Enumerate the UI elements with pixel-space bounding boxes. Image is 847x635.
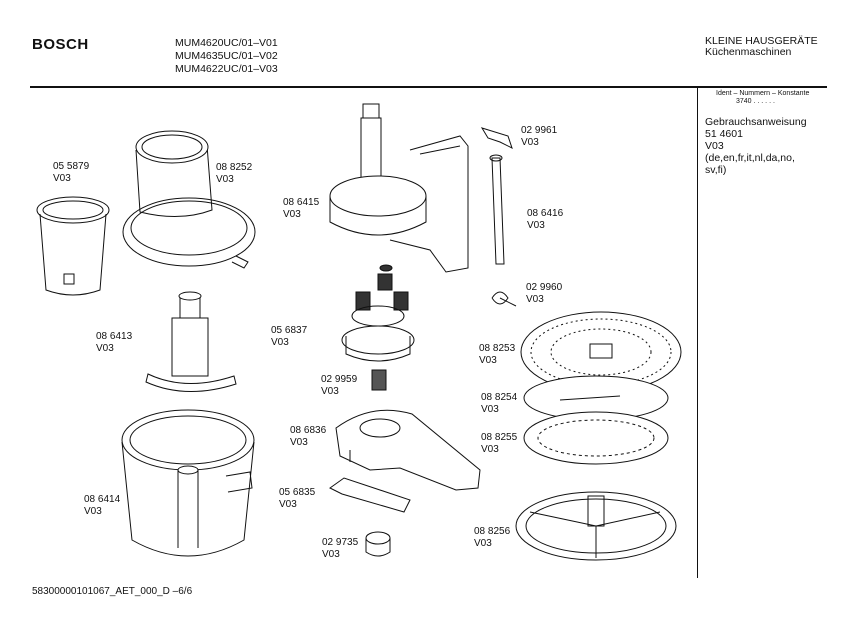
ident-block: Ident – Nummern – Konstante 3740 . . . .…	[716, 90, 809, 106]
manual-info: Gebrauchsanweisung 51 4601 V03 (de,en,fr…	[705, 116, 807, 176]
part-version: V03	[479, 355, 497, 366]
part-number: 08 6836	[290, 425, 327, 436]
mixing-bowl-drawing	[122, 410, 254, 556]
part-number: 08 6416	[527, 208, 564, 219]
part-label: 08 8253 V03	[479, 343, 515, 367]
part-label: 05 6835 V03	[279, 487, 315, 511]
category: KLEINE HAUSGERÄTE Küchenmaschinen	[705, 36, 818, 58]
part-version: V03	[481, 444, 499, 455]
drive-housing-drawing	[330, 104, 468, 272]
part-number: 02 9960	[526, 282, 563, 293]
part-version: V03	[481, 404, 499, 415]
brand-logo: BOSCH	[32, 36, 89, 53]
ident-value: 3740 . . . . . .	[736, 98, 775, 105]
part-number: 08 8253	[479, 343, 516, 354]
rod-drawing	[490, 155, 504, 264]
part-number: 08 8255	[481, 432, 518, 443]
manual-number: 51 4601	[705, 128, 743, 140]
model-number: MUM4620UC/01–V01	[175, 37, 278, 49]
manual-languages-cont: sv,fi)	[705, 164, 727, 176]
lid-drawing	[123, 131, 255, 268]
part-label: 02 9960 V03	[526, 282, 562, 306]
part-version: V03	[526, 294, 544, 305]
manual-version: V03	[705, 140, 724, 152]
category-subtitle: Küchenmaschinen	[705, 46, 792, 58]
disc-holder-drawing	[516, 492, 676, 560]
part-label: 08 6415 V03	[283, 197, 319, 221]
part-version: V03	[322, 549, 340, 560]
knife-blade-drawing	[146, 292, 236, 392]
part-number: 02 9735	[322, 537, 359, 548]
part-number: 05 6835	[279, 487, 316, 498]
spring-drawing	[492, 292, 516, 306]
sidebar-divider	[697, 88, 698, 578]
part-label: 02 9959 V03	[321, 374, 357, 398]
part-label: 08 6836 V03	[290, 425, 326, 449]
coupling-drawing	[372, 370, 386, 390]
part-version: V03	[96, 343, 114, 354]
part-version: V03	[53, 173, 71, 184]
part-label: 02 9735 V03	[322, 537, 358, 561]
part-number: 08 6413	[96, 331, 133, 342]
manual-title: Gebrauchsanweisung	[705, 116, 807, 128]
model-number: MUM4622UC/01–V03	[175, 63, 278, 75]
part-label: 08 8255 V03	[481, 432, 517, 456]
part-version: V03	[216, 174, 234, 185]
part-number: 08 8252	[216, 162, 253, 173]
part-label: 08 8252 V03	[216, 162, 252, 186]
model-number: MUM4635UC/01–V02	[175, 50, 278, 62]
cap-drawing	[366, 532, 390, 556]
part-number: 08 8254	[481, 392, 518, 403]
part-version: V03	[290, 437, 308, 448]
part-version: V03	[279, 499, 297, 510]
part-label: 05 5879 V03	[53, 161, 89, 185]
part-version: V03	[283, 209, 301, 220]
part-version: V03	[321, 386, 339, 397]
part-label: 08 6414 V03	[84, 494, 120, 518]
part-number: 08 6414	[84, 494, 121, 505]
part-label: 08 8256 V03	[474, 526, 510, 550]
part-label: 05 6837 V03	[271, 325, 307, 349]
part-number: 08 8256	[474, 526, 511, 537]
part-number: 02 9959	[321, 374, 358, 385]
part-label: 08 8254 V03	[481, 392, 517, 416]
ident-label: Ident – Nummern – Konstante	[716, 90, 810, 97]
category-title: KLEINE HAUSGERÄTE	[705, 35, 818, 47]
part-number: 05 5879	[53, 161, 90, 172]
part-version: V03	[84, 506, 102, 517]
part-number: 05 6837	[271, 325, 308, 336]
part-version: V03	[521, 137, 539, 148]
part-label: 08 6416 V03	[527, 208, 563, 232]
header-divider	[30, 86, 827, 88]
part-label: 08 6413 V03	[96, 331, 132, 355]
bracket-drawing	[330, 478, 410, 512]
part-number: 02 9961	[521, 125, 558, 136]
wrench-drawing	[482, 128, 512, 148]
gear-set-drawing	[342, 265, 414, 361]
beaker-drawing	[37, 197, 109, 295]
part-version: V03	[474, 538, 492, 549]
shredding-disc-drawing	[524, 412, 668, 464]
drive-base-drawing	[336, 410, 480, 490]
part-label: 02 9961 V03	[521, 125, 557, 149]
part-number: 08 6415	[283, 197, 320, 208]
part-version: V03	[527, 220, 545, 231]
part-version: V03	[271, 337, 289, 348]
document-id-footer: 58300000101067_AET_000_D –6/6	[32, 586, 193, 597]
manual-languages: (de,en,fr,it,nl,da,no,	[705, 152, 795, 164]
model-list: MUM4620UC/01–V01 MUM4635UC/01–V02 MUM462…	[175, 37, 278, 76]
